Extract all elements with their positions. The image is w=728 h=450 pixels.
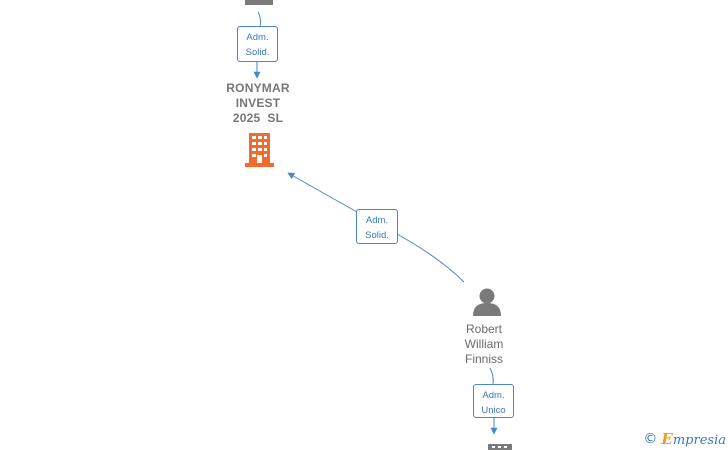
edge-label-middle-line-2: Solid.	[365, 230, 389, 241]
edge-line-bottom	[489, 367, 494, 385]
building-icon[interactable]	[243, 133, 276, 167]
company-name-line-3: 2025 SL	[232, 111, 284, 125]
empresia-logo: Empresia	[661, 430, 726, 448]
logo-rest: mpresia	[672, 433, 726, 448]
building-icon-partial-bottom[interactable]	[488, 444, 512, 450]
edge-line-top	[257, 11, 262, 27]
edge-label-top[interactable]: Adm. Solid.	[237, 26, 278, 62]
edge-line-person-company	[396, 233, 465, 283]
empresia-watermark[interactable]: © Empresia	[643, 430, 726, 448]
edge-label-top-line-1: Adm.	[246, 32, 269, 43]
edge-label-middle[interactable]: Adm. Solid.	[356, 209, 398, 244]
edge-label-middle-line-1: Adm.	[365, 215, 389, 226]
edge-label-top-line-2: Solid.	[245, 47, 270, 58]
person-icon[interactable]	[472, 288, 502, 316]
person-name-line-2: William	[464, 337, 504, 351]
edge-label-bottom-line-1: Adm.	[482, 390, 505, 401]
person-name-line-1: Robert	[465, 322, 503, 336]
logo-initial: E	[661, 430, 673, 448]
company-name-line-2: INVEST	[235, 96, 281, 110]
person-node-label[interactable]: Robert William Finniss	[434, 322, 534, 367]
copyright-icon: ©	[643, 431, 658, 447]
edge-label-bottom-line-2: Unico	[481, 405, 506, 416]
edge-label-bottom[interactable]: Adm. Unico	[473, 384, 514, 418]
company-name-line-1: RONYMAR	[226, 81, 290, 95]
edge-line-person-company-arrow	[287, 172, 358, 213]
company-node-label[interactable]: RONYMAR INVEST 2025 SL	[208, 81, 308, 126]
building-icon-partial-top[interactable]	[245, 0, 273, 6]
person-name-line-3: Finniss	[464, 352, 503, 366]
